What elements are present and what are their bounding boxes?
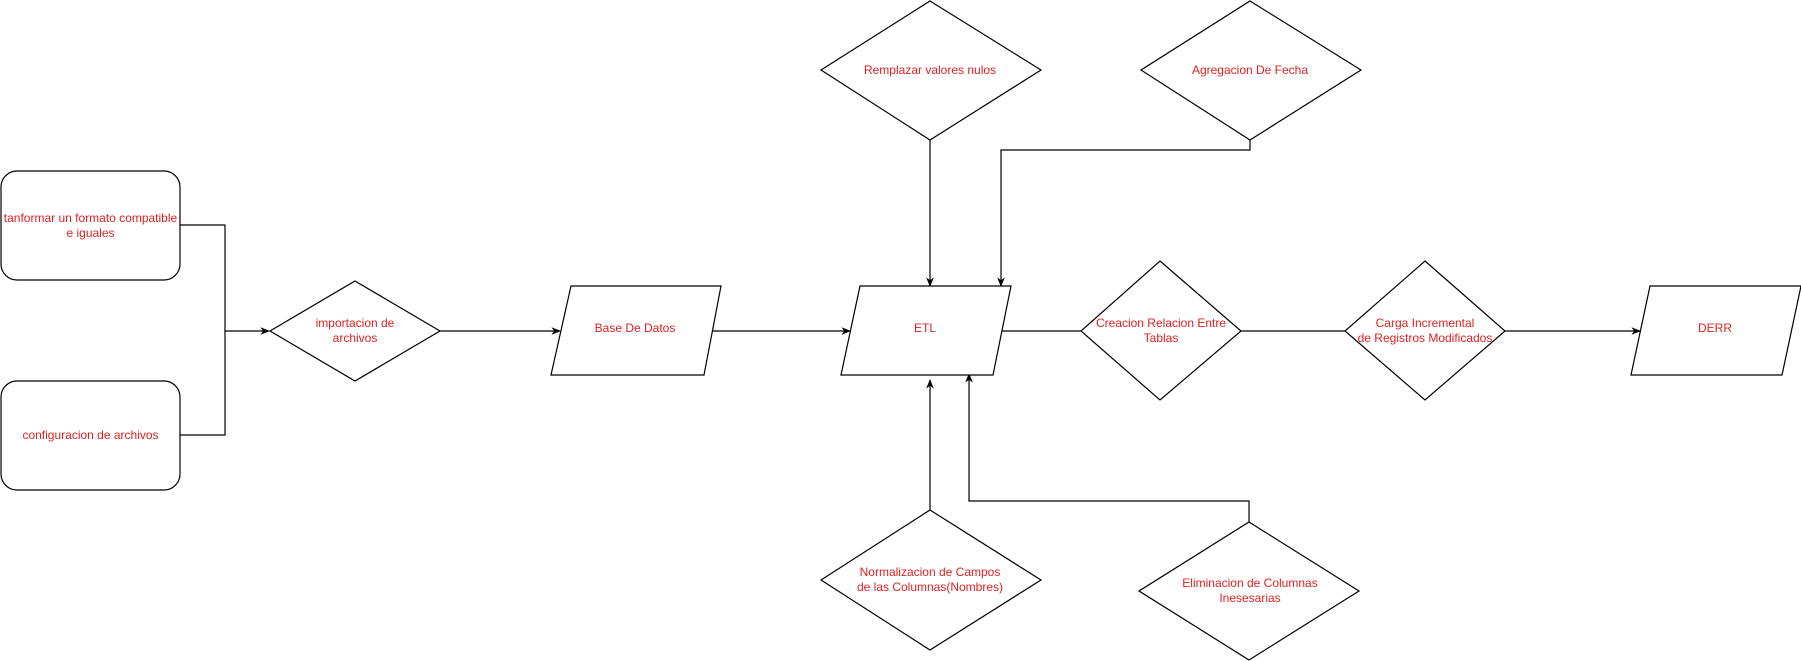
node-remplazar [819, 0, 1043, 141]
node-normalizacion [819, 509, 1043, 651]
node-base-datos [550, 285, 722, 376]
node-eliminacion [1137, 521, 1361, 661]
edge-agregacion-to-etl [997, 140, 1251, 287]
node-etl [840, 285, 1012, 376]
edge-tanformar-to-importacion [180, 224, 270, 335]
edge-eliminacion-to-etl [965, 373, 1250, 522]
edge-configuracion-to-importacion [180, 331, 226, 436]
node-creacion [1080, 260, 1242, 401]
node-importacion [268, 280, 442, 382]
node-configuracion [0, 380, 181, 491]
node-tanformar [0, 170, 181, 281]
node-agregacion [1139, 0, 1363, 141]
node-carga [1344, 260, 1506, 401]
node-derr [1630, 285, 1801, 376]
